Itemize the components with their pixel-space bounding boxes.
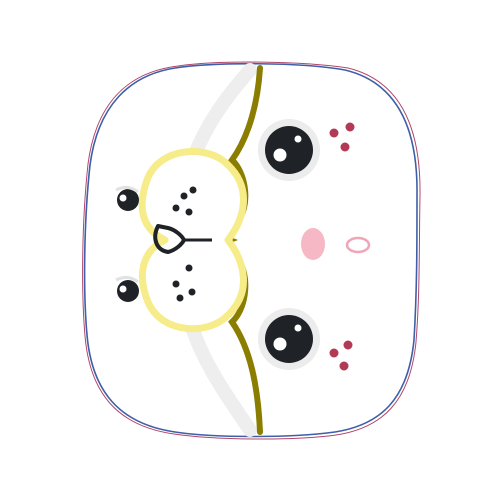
pink-oval-mark [345,236,371,254]
muzzle-dots [172,186,197,302]
mouth-mark [153,224,212,254]
small-eye-bottom [115,275,139,302]
big-eye-top [258,119,320,181]
cheek-dots-top [329,122,355,152]
big-eye-bottom [258,308,320,370]
cheek-dots-bottom [329,340,353,371]
pink-nose [301,228,325,260]
head-outline-red [82,61,421,440]
small-eye-top [115,185,139,211]
